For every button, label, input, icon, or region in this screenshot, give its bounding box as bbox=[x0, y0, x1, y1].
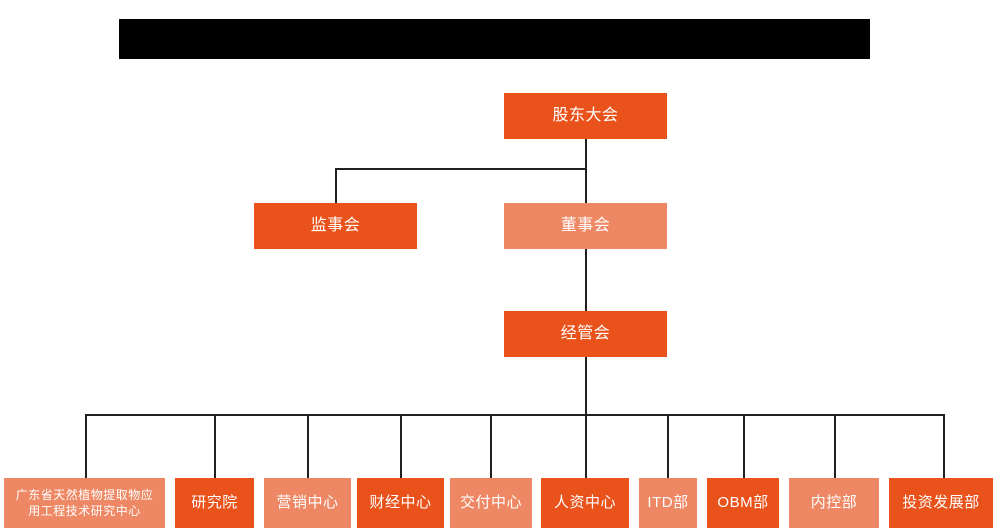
node-department-2-label: 研究院 bbox=[191, 493, 238, 511]
connector-drop-dept-7 bbox=[667, 414, 669, 478]
node-management-committee-label: 经管会 bbox=[560, 325, 611, 342]
connector-drop-dept-9 bbox=[834, 414, 836, 478]
connector-drop-dept-4 bbox=[400, 414, 402, 478]
node-department-5[interactable]: 交付中心 bbox=[450, 478, 532, 528]
node-department-6-label: 人资中心 bbox=[553, 493, 616, 511]
node-department-6[interactable]: 人资中心 bbox=[541, 478, 629, 528]
node-department-2[interactable]: 研究院 bbox=[175, 478, 254, 528]
node-department-5-label: 交付中心 bbox=[459, 493, 522, 511]
node-department-1[interactable]: 广东省天然植物提取物应 用工程技术研究中心 bbox=[4, 478, 165, 528]
connector-drop-dept-2 bbox=[214, 414, 216, 478]
node-department-10[interactable]: 投资发展部 bbox=[889, 478, 993, 528]
connector-directors-to-management bbox=[585, 243, 587, 311]
connector-shareholders-stem bbox=[585, 139, 587, 203]
connector-shareholders-bus bbox=[335, 168, 587, 170]
node-department-9[interactable]: 内控部 bbox=[789, 478, 879, 528]
node-department-8-label: OBM部 bbox=[717, 493, 769, 511]
node-board-of-directors-label: 董事会 bbox=[560, 217, 611, 234]
connector-drop-dept-8 bbox=[743, 414, 745, 478]
connector-supervisors-drop bbox=[335, 168, 337, 203]
connector-drop-dept-3 bbox=[307, 414, 309, 478]
node-department-7-label: ITD部 bbox=[647, 493, 689, 511]
node-department-3[interactable]: 营销中心 bbox=[264, 478, 351, 528]
node-board-of-supervisors-label: 监事会 bbox=[310, 217, 361, 234]
node-shareholders-meeting[interactable]: 股东大会 bbox=[504, 93, 667, 139]
connector-drop-dept-5 bbox=[490, 414, 492, 478]
node-department-7[interactable]: ITD部 bbox=[639, 478, 697, 528]
node-department-3-label: 营销中心 bbox=[276, 493, 339, 511]
connector-drop-dept-1 bbox=[85, 414, 87, 478]
node-management-committee[interactable]: 经管会 bbox=[504, 311, 667, 357]
redacted-title-bar bbox=[119, 19, 870, 59]
node-board-of-directors[interactable]: 董事会 bbox=[504, 203, 667, 249]
node-shareholders-meeting-label: 股东大会 bbox=[552, 107, 619, 124]
connector-department-bus bbox=[85, 414, 944, 416]
node-department-1-label: 广东省天然植物提取物应 用工程技术研究中心 bbox=[15, 487, 154, 518]
node-department-9-label: 内控部 bbox=[810, 493, 858, 511]
connector-drop-dept-10 bbox=[943, 414, 945, 478]
node-department-10-label: 投资发展部 bbox=[902, 493, 980, 511]
connector-management-stem bbox=[585, 357, 587, 415]
node-department-8[interactable]: OBM部 bbox=[707, 478, 779, 528]
connector-drop-dept-6 bbox=[585, 414, 587, 478]
node-board-of-supervisors[interactable]: 监事会 bbox=[254, 203, 417, 249]
node-department-4[interactable]: 财经中心 bbox=[357, 478, 444, 528]
node-department-4-label: 财经中心 bbox=[369, 493, 432, 511]
